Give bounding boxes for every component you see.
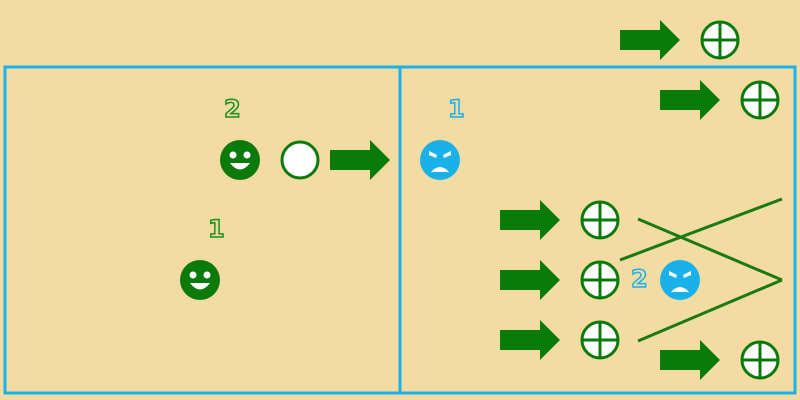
- angry-face-icon[interactable]: [420, 140, 460, 180]
- right-arrow-icon[interactable]: [500, 260, 560, 300]
- crossing-lines: [619, 197, 783, 343]
- right-arrow-icon[interactable]: [620, 20, 680, 60]
- crosshair-icon[interactable]: [580, 260, 620, 300]
- right-arrow-icon[interactable]: [660, 340, 720, 380]
- crosshair-icon[interactable]: [740, 80, 780, 120]
- happy-face-icon[interactable]: [180, 260, 220, 300]
- crosshair-icon[interactable]: [580, 200, 620, 240]
- right-arrow-icon[interactable]: [330, 140, 390, 180]
- angry-face-icon[interactable]: [660, 260, 700, 300]
- enemy-count-label: 1: [447, 95, 465, 123]
- crosshair-icon[interactable]: [700, 20, 740, 60]
- right-arrow-icon[interactable]: [500, 320, 560, 360]
- player-count-label: 2: [223, 95, 241, 123]
- happy-face-icon[interactable]: [220, 140, 260, 180]
- right-arrow-icon[interactable]: [500, 200, 560, 240]
- crosshair-icon[interactable]: [740, 340, 780, 380]
- player-count-label: 1: [207, 215, 225, 243]
- right-arrow-icon[interactable]: [660, 80, 720, 120]
- empty-circle-icon[interactable]: [280, 140, 320, 180]
- crosshair-icon[interactable]: [580, 320, 620, 360]
- enemy-count-label: 2: [630, 265, 648, 293]
